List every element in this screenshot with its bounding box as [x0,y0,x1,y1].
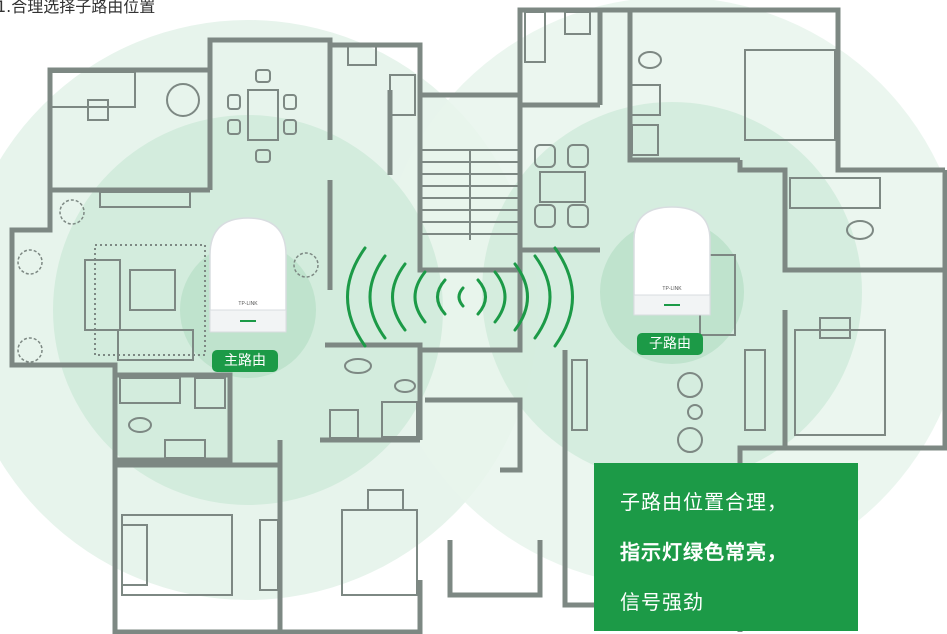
wall-bottom-notch [447,540,543,598]
wardrobe-hall [571,359,588,431]
dining-chair-6 [255,149,271,163]
wall-right-bath2 [627,10,740,163]
main-router-label: 主路由 [212,350,278,372]
plant-2 [17,249,43,275]
info-line-2: 指示灯绿色常亮， [620,540,788,564]
main-router-device: TP-LINK [209,217,287,333]
dining-chair-3 [283,94,297,110]
chair [87,99,109,121]
info-line-3: 信号强劲 [620,590,704,614]
kitchen-right [524,11,546,63]
chair-right-3 [534,204,556,228]
wall-left-top [47,37,520,190]
signal-arc-left-2 [368,254,387,340]
rug [94,244,206,356]
signal-arc-right-4 [493,270,507,324]
bed-left-pillow [121,524,148,586]
sofa [84,259,121,331]
info-line-1: 子路由位置合理， [620,490,788,514]
wall-corridor2 [425,397,523,473]
wifi-signal-icon [346,246,574,348]
plant-3 [17,337,43,363]
dining-table [247,89,279,141]
toilet-right [846,220,874,240]
toilet-mid [394,379,416,393]
plant-4 [293,252,319,278]
counter [389,74,416,116]
caption-title: 1.合理选择子路由位置 [0,0,156,16]
shower-left [194,377,226,409]
desk-mid [367,489,404,511]
info-box: 子路由位置合理， 指示灯绿色常亮， 信号强劲 [594,463,858,631]
signal-arc-right-1 [553,246,574,348]
desk-right [819,317,851,339]
bed-right-top [744,49,836,141]
furniture [49,11,886,596]
lounge-right-3 [677,427,703,453]
wardrobe-right [744,349,766,431]
bathtub-right [789,177,881,209]
wall-right-bed [737,160,945,273]
coffee-table [129,269,176,311]
wall-corridor [420,270,523,353]
dining-chair-1 [227,94,241,110]
wall-bath [115,372,233,463]
sink-mid [344,358,372,374]
chair-right-2 [567,144,589,168]
bed-right [794,329,886,436]
signal-arc-right-3 [513,262,529,332]
chair-right-1 [534,144,556,168]
desk [49,71,136,108]
main-router-body [209,217,287,331]
armchair [166,83,200,117]
sofa2 [117,329,194,361]
signal-arc-right-5 [476,278,487,316]
signal-arc-left-3 [391,262,407,332]
lounge-right-2 [687,404,703,420]
plants [17,199,319,363]
wall-right-top [517,7,945,270]
sub-router-label: 子路由 [637,333,703,355]
main-router-brand: TP-LINK [238,301,258,307]
chair-right-4 [567,204,589,228]
signal-arc-left-6 [457,286,465,308]
cabinet-right [629,84,661,116]
toilet-right-top [638,51,662,69]
signal-arc-left-4 [413,270,427,324]
sink-right [631,124,659,156]
sink-left [164,439,206,459]
wall-left-side [9,190,423,634]
bathtub-left [119,377,181,404]
table-right [539,171,586,203]
wall-hall [325,342,423,440]
sub-router-brand: TP-LINK [662,286,682,292]
main-router-led [240,320,256,322]
tv-cabinet [99,191,191,208]
shower-mid [381,401,418,438]
wardrobe-left [259,519,279,591]
dining-chair-5 [255,69,271,83]
dining-chair-2 [227,119,241,135]
stove [347,44,377,66]
sub-router-led [664,304,680,306]
sub-router-body [633,206,711,315]
toilet-left [128,417,152,433]
washer-mid [329,409,359,439]
dining-chair-4 [283,119,297,135]
sub-router-device: TP-LINK [633,206,711,316]
stove-right [564,11,591,35]
lounge-right-1 [677,372,703,398]
walls [9,7,947,634]
signal-arc-left-5 [436,278,447,316]
signal-arc-right-2 [533,254,552,340]
plant-1 [59,199,85,225]
signal-arc-left-1 [346,246,367,348]
